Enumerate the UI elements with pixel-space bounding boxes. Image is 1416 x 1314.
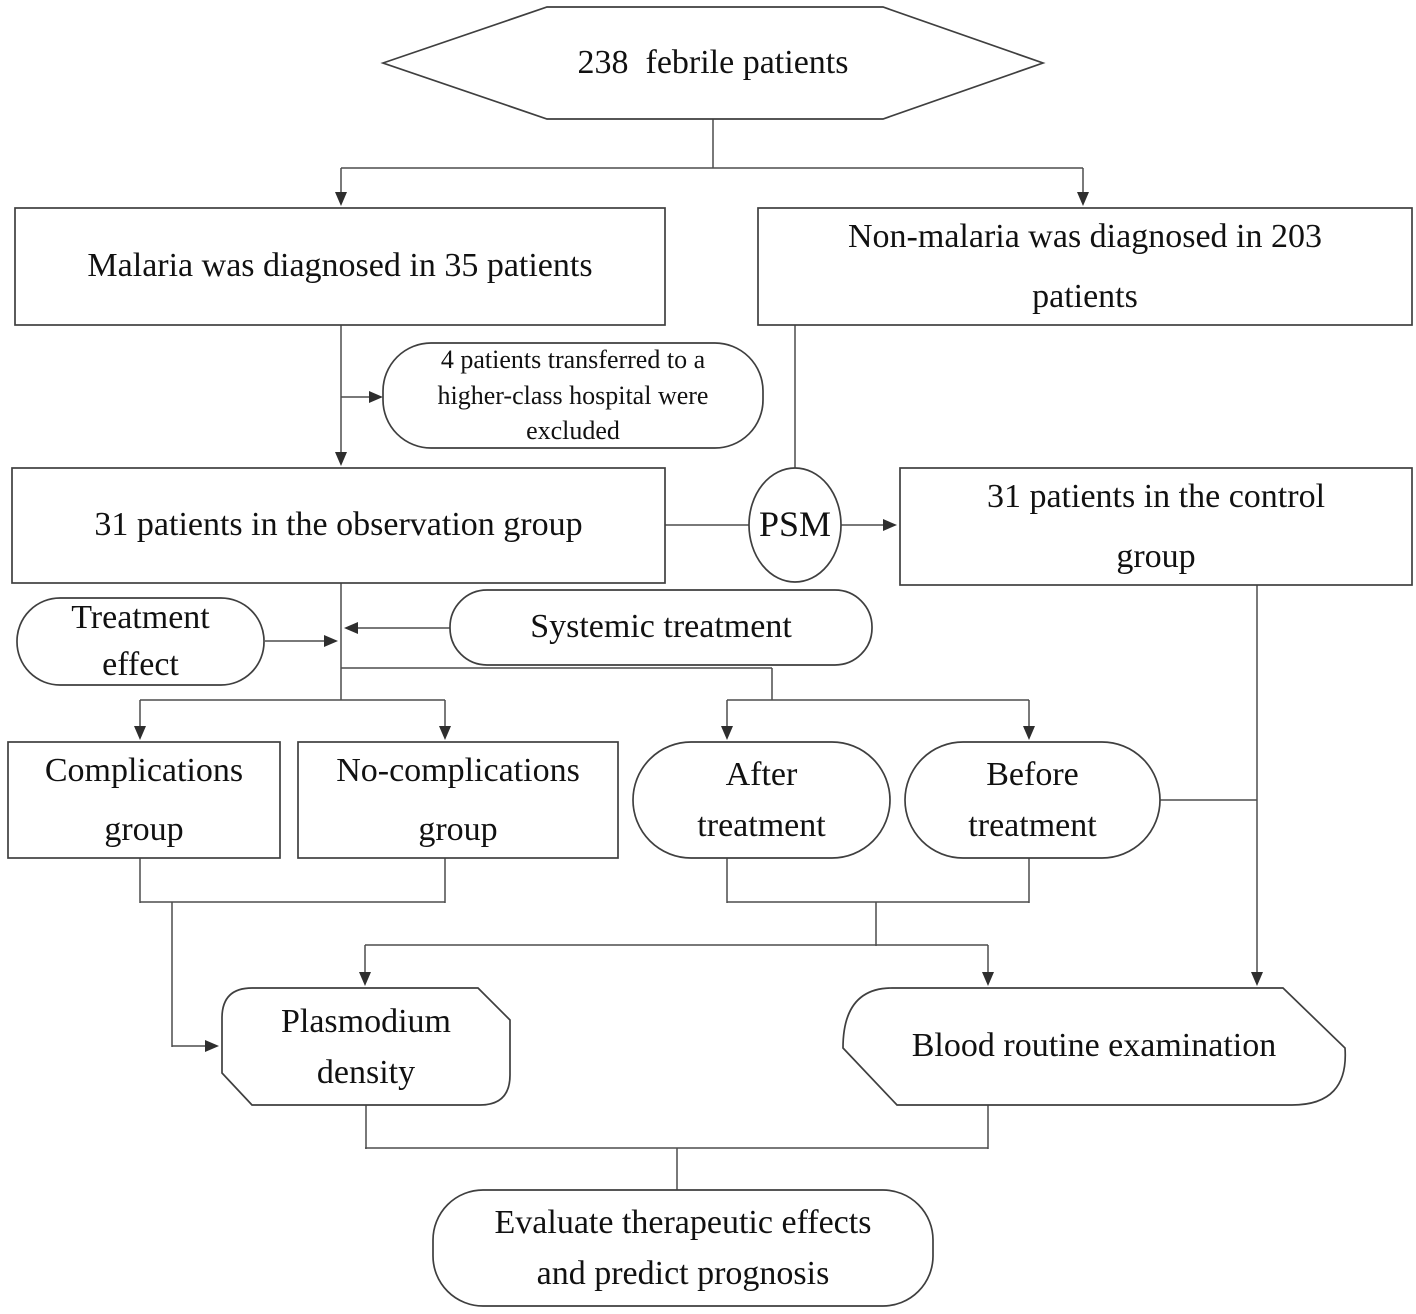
- node-excluded-shape: [382, 342, 764, 449]
- node-treatment-effect-label: Treatment effect: [71, 599, 210, 683]
- node-systemic-shape: [449, 589, 873, 666]
- node-observation-shape: [11, 467, 666, 584]
- node-evaluate-label: Evaluate therapeutic effects and predict…: [494, 1204, 872, 1292]
- node-complications-label: Complications group: [44, 751, 244, 849]
- node-no-complications-shape: [297, 741, 619, 859]
- node-nonmalaria-label: Non-malaria was diagnosed in 203 patient…: [848, 218, 1322, 315]
- node-after-label: After treatment: [697, 756, 826, 844]
- node-systemic-label: Systemic treatment: [530, 608, 792, 646]
- node-observation-label: 31 patients in the observation group: [94, 506, 583, 544]
- node-febrile-shape: [380, 6, 1046, 120]
- node-psm-shape: [748, 467, 842, 583]
- node-malaria-shape: [14, 207, 666, 326]
- node-excluded-label: 4 patients transferred to a higher-class…: [437, 344, 709, 446]
- node-febrile-label: 238 febrile patients: [577, 44, 849, 82]
- node-blood-shape: [842, 987, 1347, 1106]
- node-before-label: Before treatment: [968, 756, 1097, 844]
- node-plasmodium-shape: [221, 987, 511, 1106]
- node-treatment-effect-shape: [16, 597, 265, 686]
- node-blood-label: Blood routine examination: [911, 1027, 1277, 1065]
- node-evaluate-shape: [432, 1189, 934, 1307]
- node-malaria-label: Malaria was diagnosed in 35 patients: [87, 247, 593, 285]
- node-complications-shape: [7, 741, 281, 859]
- node-control-label: 31 patients in the control group: [986, 478, 1326, 575]
- node-after-shape: [632, 741, 891, 859]
- node-control-shape: [899, 467, 1413, 586]
- node-psm-label: PSM: [758, 504, 832, 545]
- node-plasmodium-label: Plasmodium density: [280, 1002, 452, 1091]
- node-nonmalaria-shape: [757, 207, 1413, 326]
- node-no-complications-label: No-complications group: [336, 751, 580, 849]
- node-before-shape: [904, 741, 1161, 859]
